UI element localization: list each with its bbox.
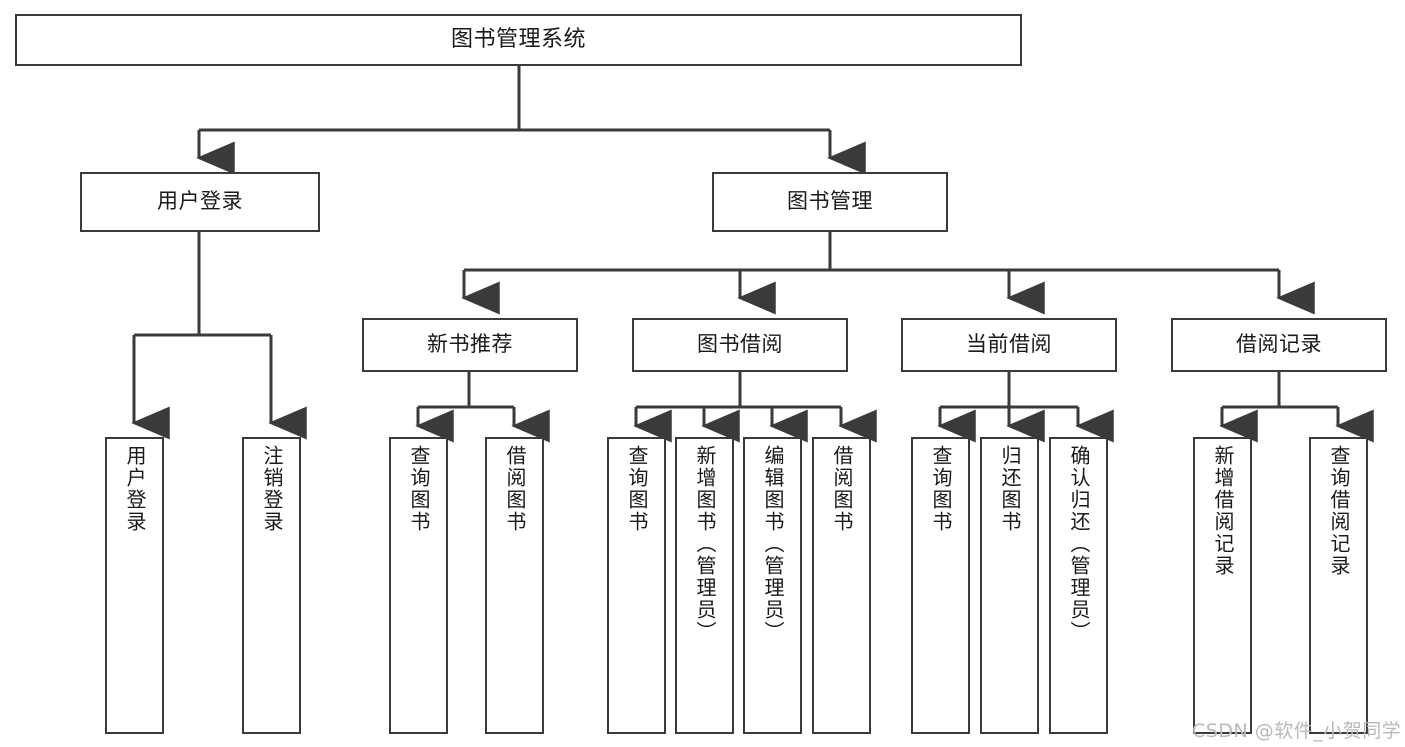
leaf-query-book-1-label: 查询图书 bbox=[407, 445, 431, 533]
leaf-edit-book[interactable]: 编辑图书（管理员） bbox=[743, 437, 802, 734]
leaf-query-record-label: 查询借阅记录 bbox=[1327, 445, 1351, 577]
leaf-return-book[interactable]: 归还图书 bbox=[980, 437, 1039, 734]
node-current-borrow[interactable]: 当前借阅 bbox=[901, 318, 1117, 372]
leaf-query-record[interactable]: 查询借阅记录 bbox=[1309, 437, 1368, 734]
csdn-watermark: CSDN @软件_小贺同学 bbox=[1192, 716, 1401, 743]
leaf-logout-login-label: 注销登录 bbox=[260, 445, 284, 533]
node-root-label: 图书管理系统 bbox=[450, 26, 586, 52]
leaf-edit-book-label: 编辑图书（管理员） bbox=[761, 445, 785, 643]
leaf-user-login-label: 用户登录 bbox=[123, 445, 147, 533]
node-root[interactable]: 图书管理系统 bbox=[15, 14, 1022, 66]
node-book-borrow[interactable]: 图书借阅 bbox=[632, 318, 848, 372]
leaf-add-book[interactable]: 新增图书（管理员） bbox=[675, 437, 734, 734]
leaf-query-book-3-label: 查询图书 bbox=[929, 445, 953, 533]
leaf-user-login[interactable]: 用户登录 bbox=[105, 437, 164, 734]
csdn-watermark-text: CSDN @软件_小贺同学 bbox=[1192, 720, 1402, 742]
leaf-query-book-2-label: 查询图书 bbox=[625, 445, 649, 533]
leaf-borrow-book-2[interactable]: 借阅图书 bbox=[812, 437, 871, 734]
node-user-login-label: 用户登录 bbox=[157, 189, 243, 214]
node-book-borrow-label: 图书借阅 bbox=[697, 332, 783, 357]
node-borrow-record[interactable]: 借阅记录 bbox=[1171, 318, 1387, 372]
leaf-borrow-book-2-label: 借阅图书 bbox=[830, 445, 854, 533]
leaf-add-record-label: 新增借阅记录 bbox=[1211, 445, 1235, 577]
leaf-confirm-return[interactable]: 确认归还（管理员） bbox=[1049, 437, 1108, 734]
leaf-borrow-book-1[interactable]: 借阅图书 bbox=[485, 437, 544, 734]
leaf-logout-login[interactable]: 注销登录 bbox=[242, 437, 301, 734]
leaf-return-book-label: 归还图书 bbox=[998, 445, 1022, 533]
node-book-management[interactable]: 图书管理 bbox=[712, 172, 948, 232]
leaf-query-book-1[interactable]: 查询图书 bbox=[389, 437, 448, 734]
node-new-book-recommend[interactable]: 新书推荐 bbox=[362, 318, 578, 372]
leaf-query-book-2[interactable]: 查询图书 bbox=[607, 437, 666, 734]
node-book-management-label: 图书管理 bbox=[787, 189, 873, 214]
node-new-book-recommend-label: 新书推荐 bbox=[427, 332, 513, 357]
leaf-add-book-label: 新增图书（管理员） bbox=[693, 445, 717, 643]
leaf-borrow-book-1-label: 借阅图书 bbox=[503, 445, 527, 533]
node-borrow-record-label: 借阅记录 bbox=[1236, 332, 1322, 357]
node-user-login[interactable]: 用户登录 bbox=[80, 172, 320, 232]
leaf-query-book-3[interactable]: 查询图书 bbox=[911, 437, 970, 734]
node-current-borrow-label: 当前借阅 bbox=[966, 332, 1052, 357]
leaf-add-record[interactable]: 新增借阅记录 bbox=[1193, 437, 1252, 734]
leaf-confirm-return-label: 确认归还（管理员） bbox=[1067, 445, 1091, 643]
